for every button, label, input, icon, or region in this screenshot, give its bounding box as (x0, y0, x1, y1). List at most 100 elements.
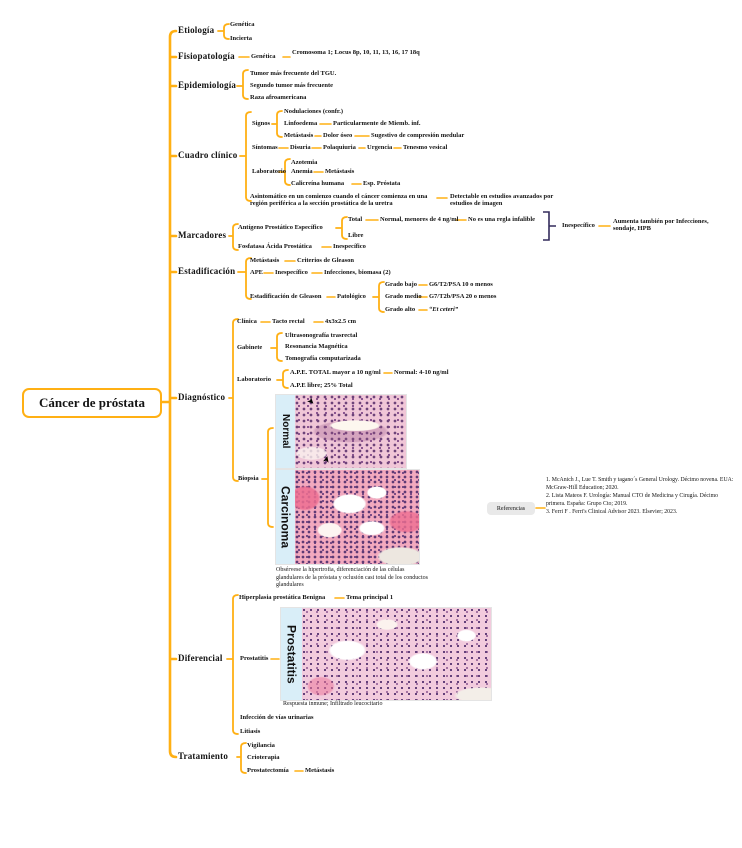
node-grado-medio: Grado medio (385, 293, 422, 300)
branch-estadificacion: Estadificación (178, 266, 236, 276)
node-dolor-oseo: Dolor óseo (323, 132, 353, 139)
node-grado-bajo-det: G6/T2/PSA 10 o menos (429, 281, 493, 288)
arrow-annotation-icon: ➤ (304, 394, 318, 408)
node-ape-total-10: A.P.E. TOTAL mayor a 10 ng/ml (290, 369, 381, 376)
node-nodulaciones: Nodulaciones (confr.) (284, 108, 343, 115)
branch-diagnostico: Diagnóstico (178, 392, 226, 402)
histology-normal-figure: Normal ➤ ➤ (275, 394, 407, 469)
node-signos-metastasis: Metástasis (284, 132, 314, 139)
node-polaquiuria: Polaquiuria (323, 144, 356, 151)
node-signos: Signos (252, 120, 271, 127)
node-infeccion-vias: Infección de vías urinarias (240, 714, 314, 721)
node-linfoedema: Linfoedema (284, 120, 318, 127)
reference-item: 1. McAnich J., Lue T. Smith y tagano´s G… (546, 477, 734, 491)
node-criterios-gleason: Criterios de Gleason (297, 257, 355, 264)
root-label: Cáncer de próstata (39, 395, 145, 410)
node-asintomatico: Asintomático en un comienzo cuando el cá… (250, 193, 428, 208)
node-hiperplasia-det: Tema principal 1 (346, 594, 394, 601)
node-urgencia: Urgencia (367, 144, 393, 151)
node-detectable: Detectable en estudios avanzados por est… (450, 193, 554, 208)
node-linfoedema-det: Particularmente de Miemb. inf. (333, 120, 421, 127)
node-estad-ape-inespecifico: Inespecífico (275, 269, 308, 276)
node-tenesmo: Tenesmo vesical (403, 144, 448, 151)
node-epi-raza: Raza afroamericana (250, 94, 307, 101)
node-grado-alto-det: “Et ceteri” (429, 306, 459, 313)
histology-carcinoma-image (295, 470, 419, 564)
node-disuria: Disuria (290, 144, 311, 151)
normal-label: Normal (280, 414, 291, 449)
node-ape-libre-25: A.P.E libre; 25% Total (290, 382, 353, 389)
spine-line (158, 29, 178, 759)
normal-label-strip: Normal (276, 395, 295, 468)
prostatitis-label: Prostatitis (284, 624, 299, 684)
referencias-node: Referencias (487, 502, 535, 515)
node-epi-segundo: Segundo tumor más frecuente (250, 82, 333, 89)
node-calicreina: Calicreína humana (291, 180, 345, 187)
node-grado-medio-det: G7/T2b/PSA 20 o menos (429, 293, 497, 300)
node-epi-tumor: Tumor más frecuente del TGU. (250, 70, 337, 77)
node-azotemia: Azotemia (291, 159, 318, 166)
node-ape-total: Total (348, 216, 363, 223)
histology-carcinoma-figure: Carcinoma (275, 469, 420, 565)
node-grado-bajo: Grado bajo (385, 281, 417, 288)
referencias-label: Referencias (496, 505, 526, 512)
node-fosfatasa: Fosfatasa Ácida Prostática (238, 243, 312, 250)
node-etiologia-genetica: Genética (230, 21, 255, 28)
branch-epidemiologia: Epidemiología (178, 80, 237, 90)
histology-normal-image: ➤ ➤ (295, 395, 406, 468)
reference-item: 2. Lista Mateos F. Urología: Manual CTO … (546, 493, 719, 507)
node-etiologia-incierta: Incierta (230, 35, 253, 42)
node-biopsia: Biopsia (238, 475, 259, 482)
node-medida: 4x3x2.5 cm (325, 318, 357, 325)
node-tacto-rectal: Tacto rectal (272, 318, 305, 325)
branch-etiologia: Etiología (178, 25, 215, 35)
histology-prostatitis-figure: Prostatitis (280, 607, 492, 701)
prostatitis-label-strip: Prostatitis (281, 608, 302, 700)
node-sintomas: Síntomas (252, 144, 278, 151)
node-gabinete: Gabinete (237, 344, 263, 351)
node-litiasis: Litiasis (240, 728, 261, 735)
node-ape-libre: Libre (348, 232, 364, 239)
node-estad-ape-det: Infecciones, biomasa (2) (324, 269, 391, 276)
reference-item: 3. Ferri F . Ferri's Clinical Advisor 20… (546, 509, 678, 516)
node-vigilancia: Vigilancia (247, 742, 275, 749)
node-ape-inespecifico: Inespecífico (562, 222, 595, 229)
node-cuadro-laboratorio: Laboratorio (252, 168, 286, 175)
branch-cuadro-clinico: Cuadro clínico (178, 150, 238, 160)
branch-marcadores: Marcadores (178, 230, 227, 240)
node-ape-total-nota: No es una regla infalible (468, 216, 536, 223)
arrow-annotation-icon: ➤ (320, 454, 333, 465)
branch-tratamiento: Tratamiento (178, 751, 229, 761)
root-node: Cáncer de próstata (22, 388, 162, 418)
prostatitis-caption: Respuesta inmune; Infiltrado leucocitari… (283, 701, 383, 707)
histology-prostatitis-image (302, 608, 491, 700)
node-ape: Antígeno Prostático Específico (238, 224, 323, 231)
summary-bracket (543, 211, 556, 241)
node-ape-total-normal: Normal, menores de 4 ng/ml (380, 216, 459, 223)
branch-diferencial: Diferencial (178, 653, 223, 663)
node-prostatectomia: Prostatectomía (247, 767, 289, 774)
node-prostatitis: Prostatitis (240, 655, 269, 662)
node-grado-alto: Grado alto (385, 306, 416, 313)
referencias-list: 1. McAnich J., Lue T. Smith y tagano´s G… (546, 477, 738, 518)
node-tomografia: Tomografía computarizada (285, 355, 361, 362)
node-clinica: Clínica (237, 318, 257, 325)
node-ultrasonografia: Ultrasonografía trasrectal (285, 332, 358, 339)
node-estad-gleason: Estadificación de Gleason (250, 293, 322, 300)
node-resonancia: Resonancia Magnética (285, 343, 348, 350)
node-diag-laboratorio: Laboratorio (237, 376, 271, 383)
node-patologico: Patológico (337, 293, 366, 300)
node-ape-total-10-det: Normal: 4-10 ng/ml (394, 369, 449, 376)
node-hiperplasia: Hiperplasia prostática Benigna (239, 594, 326, 601)
biopsy-caption: Obsérvese la hipertrofia, diferenciación… (276, 567, 428, 588)
node-anemia: Anemia (291, 168, 313, 175)
node-calicreina-det: Esp. Próstata (363, 180, 401, 187)
node-estad-ape: APE (250, 269, 263, 276)
node-estad-metastasis: Metástasis (250, 257, 280, 264)
node-ape-inespecifico-det: Aumenta también por Infecciones, sondaje… (613, 218, 709, 233)
carcinoma-label-strip: Carcinoma (276, 470, 295, 564)
node-sugestivo: Sugestivo de compresión medular (371, 132, 465, 139)
node-crioterapia: Crioterapia (247, 754, 280, 761)
carcinoma-label: Carcinoma (278, 485, 293, 549)
